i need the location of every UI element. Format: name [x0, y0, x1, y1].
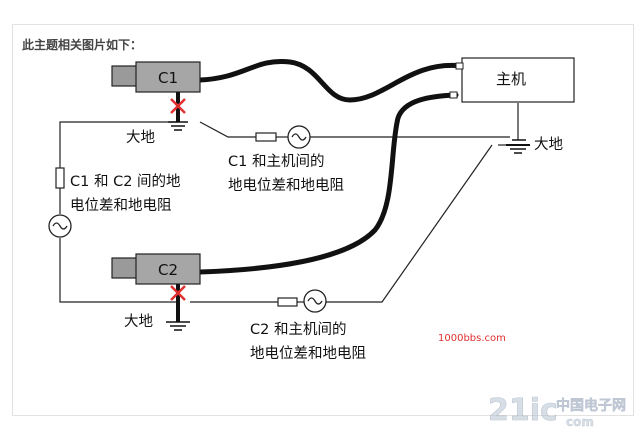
c1-c2-ac-source	[48, 214, 72, 238]
camera-c1: C1	[111, 61, 201, 93]
host-label: 主机	[496, 70, 526, 88]
c1-host-ac-source	[287, 125, 311, 149]
c1-break-mark	[170, 98, 186, 114]
c2-ground-symbol: 大地	[124, 284, 190, 331]
c2-host-ac-source	[303, 289, 327, 313]
watermark-com: com	[566, 415, 594, 429]
watermark-cn: 中国电子网	[556, 397, 626, 414]
watermark-21ic: 21ic	[488, 393, 558, 428]
host-ground-label: 大地	[534, 136, 563, 153]
note-c1-c2-line1: C1 和 C2 间的地	[70, 173, 181, 190]
c1-ground-label: 大地	[126, 129, 155, 146]
camera-c2: C2	[111, 253, 201, 285]
note-c1-c2-line2: 电位差和地电阻	[70, 197, 172, 214]
site-label: 1000bbs.com	[438, 333, 506, 344]
host-box: 主机	[449, 57, 575, 103]
note-c1-host-line2: 地电位差和地电阻	[228, 177, 344, 194]
c1-host-resistor	[255, 132, 277, 142]
note-c2-host-line2: 地电位差和地电阻	[250, 345, 366, 362]
camera-c2-label: C2	[158, 261, 178, 279]
watermark-logo: 21ic 中国电子网 com	[488, 393, 627, 430]
host-ground-symbol: 大地	[506, 136, 563, 154]
c2-host-resistor	[277, 297, 298, 307]
thin-wires	[59, 103, 519, 303]
c2-break-mark	[170, 285, 186, 301]
cable-c1-host	[197, 58, 465, 103]
caption: 此主题相关图片如下：	[22, 38, 143, 52]
thick-cables	[197, 58, 465, 275]
camera-c1-label: C1	[158, 69, 178, 87]
note-c1-host-line1: C1 和主机间的	[228, 153, 324, 170]
c1-c2-resistor	[55, 167, 65, 189]
note-c2-host-line1: C2 和主机间的	[250, 321, 346, 338]
c2-ground-label: 大地	[124, 313, 153, 330]
c1-ground-symbol: 大地	[126, 92, 188, 146]
cable-c2-host	[197, 92, 459, 275]
